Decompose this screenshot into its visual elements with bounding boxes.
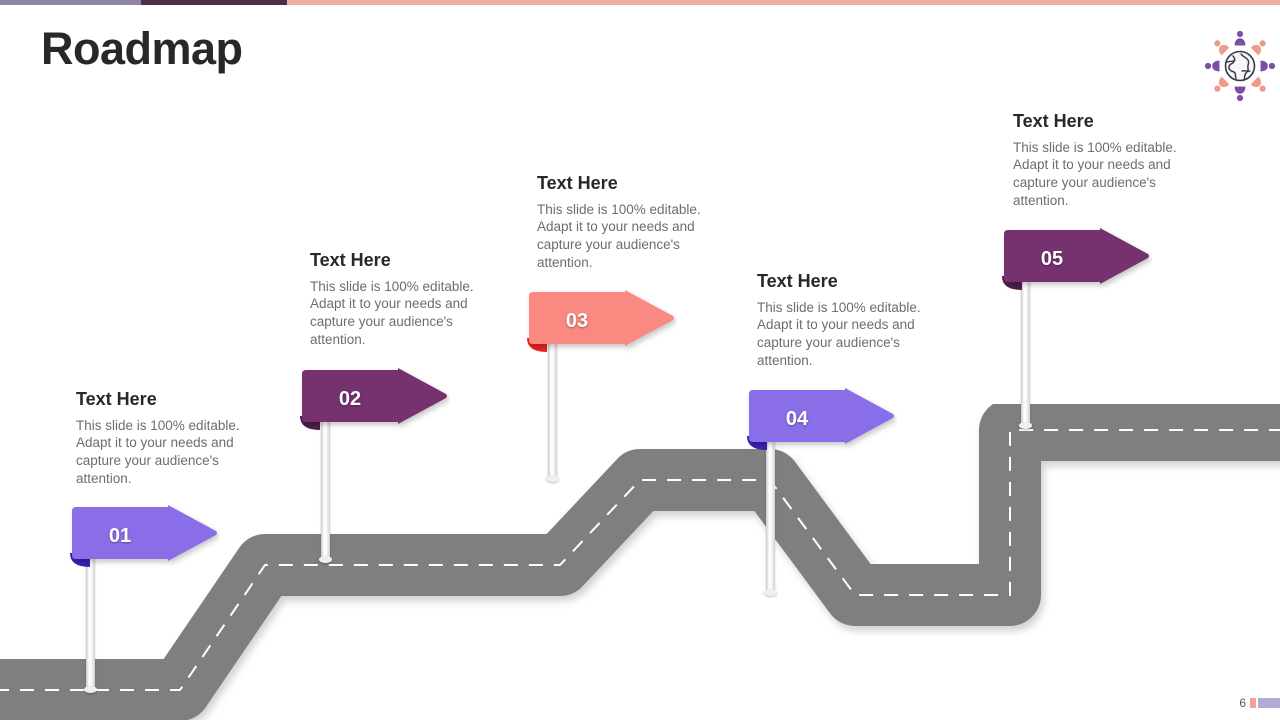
- milestone-03-flag-shape: [529, 290, 674, 346]
- milestone-02-body: This slide is 100% editable. Adapt it to…: [310, 278, 474, 347]
- footer-mark-salmon: [1250, 698, 1256, 708]
- milestone-05-pole: [1021, 258, 1030, 426]
- milestone-02-flag-shape: [302, 368, 447, 424]
- milestone-02-text: Text Here This slide is 100% editable. A…: [310, 250, 495, 348]
- milestone-01-body: This slide is 100% editable. Adapt it to…: [76, 417, 240, 486]
- milestone-01-pole-base: [84, 686, 97, 693]
- milestone-05-heading: Text Here: [1013, 111, 1094, 131]
- top-accent-bar: [0, 0, 1280, 5]
- milestone-02-pole-base: [319, 556, 332, 563]
- milestone-01-heading: Text Here: [76, 389, 157, 409]
- globe-people-logo: [1200, 26, 1280, 106]
- milestone-03-pole: [548, 320, 557, 480]
- accent-segment-2: [141, 0, 287, 5]
- page-title: Roadmap: [41, 23, 243, 74]
- footer-marks: [1250, 698, 1280, 708]
- milestone-04-flag[interactable]: 04: [745, 388, 897, 456]
- milestone-05-text: Text Here This slide is 100% editable. A…: [1013, 111, 1198, 209]
- milestone-04-flag-shape: [749, 388, 894, 444]
- accent-segment-3: [287, 0, 1280, 5]
- footer-mark-purple: [1258, 698, 1280, 708]
- milestone-03-body: This slide is 100% editable. Adapt it to…: [537, 201, 701, 270]
- milestone-01-text: Text Here This slide is 100% editable. A…: [76, 389, 261, 487]
- milestone-03-text: Text Here This slide is 100% editable. A…: [537, 173, 722, 271]
- milestone-03-flag[interactable]: 03: [525, 290, 677, 358]
- milestone-02-flag[interactable]: 02: [298, 368, 450, 436]
- milestone-05-flag[interactable]: 05: [1000, 228, 1152, 296]
- milestone-01-pole: [86, 530, 95, 692]
- milestone-01-flag-shape: [72, 505, 217, 561]
- milestone-04-pole: [766, 418, 775, 593]
- page-number: 6: [1239, 696, 1246, 710]
- milestone-05-pole-base: [1019, 422, 1032, 429]
- milestone-04-body: This slide is 100% editable. Adapt it to…: [757, 299, 921, 368]
- milestone-02-heading: Text Here: [310, 250, 391, 270]
- milestone-05-body: This slide is 100% editable. Adapt it to…: [1013, 139, 1177, 208]
- milestone-04-text: Text Here This slide is 100% editable. A…: [757, 271, 942, 369]
- milestone-02-pole: [321, 395, 330, 561]
- milestone-03-heading: Text Here: [537, 173, 618, 193]
- accent-segment-1: [0, 0, 141, 5]
- milestone-04-pole-base: [764, 589, 777, 596]
- milestone-04-heading: Text Here: [757, 271, 838, 291]
- milestone-03-pole-base: [546, 475, 559, 482]
- milestone-05-flag-shape: [1004, 228, 1149, 284]
- milestone-01-flag[interactable]: 01: [68, 505, 220, 573]
